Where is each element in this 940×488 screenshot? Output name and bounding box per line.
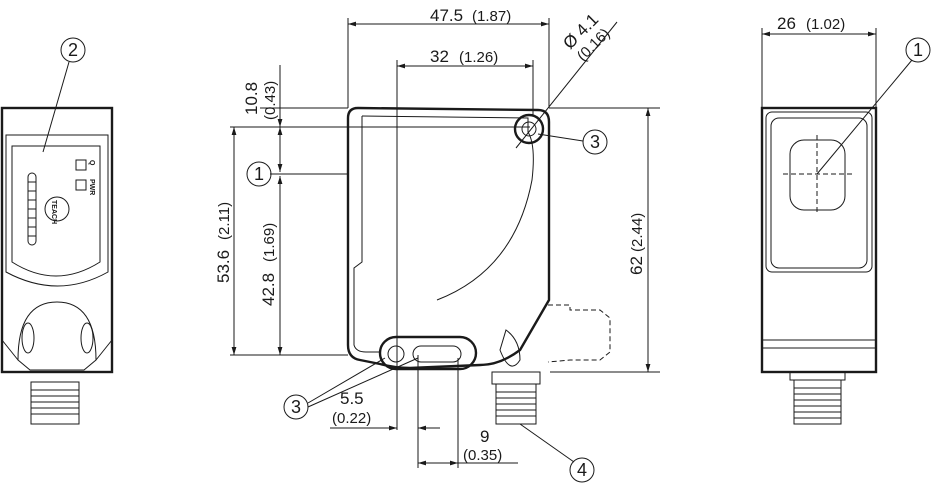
dim-slot-length-in: (0.35) <box>463 447 502 464</box>
callout-3-bottom: 3 <box>283 394 309 420</box>
dim-height-total: 62 <box>627 256 646 275</box>
dimension-lines <box>230 18 660 468</box>
teach-label: TEACH <box>50 200 57 224</box>
svg-text:3: 3 <box>590 132 600 152</box>
q-led <box>75 159 87 171</box>
dim-width-total-in: (1.87) <box>472 8 511 25</box>
callout-2: 2 <box>60 37 86 63</box>
q-label: Q <box>88 160 95 166</box>
pwr-led <box>75 179 87 191</box>
mounting-hole-top <box>513 113 545 145</box>
rear-view <box>760 28 913 425</box>
dim-hole-height: 53.6 <box>214 250 233 283</box>
dim-top-offset: 10.8 <box>242 82 261 115</box>
dim-top-offset-in: (0.43) <box>262 81 279 120</box>
callout-1-front: 1 <box>246 161 272 187</box>
dim-hole-offset-in: (0.22) <box>332 410 371 427</box>
mounting-slot <box>378 335 478 371</box>
svg-text:3: 3 <box>291 397 301 417</box>
svg-text:2: 2 <box>68 40 78 60</box>
front-view <box>346 106 611 425</box>
callout-4: 4 <box>569 457 595 483</box>
callout-1-rear: 1 <box>905 37 931 63</box>
svg-text:1: 1 <box>254 164 264 184</box>
dim-depth-in: (1.02) <box>806 16 845 33</box>
dim-slot-length: 9 <box>480 427 489 446</box>
teach-button <box>44 196 70 222</box>
callout-3-top: 3 <box>582 129 608 155</box>
dim-hole-spacing-in: (1.26) <box>459 49 498 66</box>
svg-text:4: 4 <box>577 460 587 480</box>
svg-text:1: 1 <box>913 40 923 60</box>
dim-height-total-in: (2.44) <box>629 213 646 252</box>
dim-hole-spacing: 32 <box>430 47 449 66</box>
pwr-label: PWR <box>88 179 95 195</box>
dim-width-total: 47.5 <box>430 6 463 25</box>
dim-hole-offset: 5.5 <box>340 389 364 408</box>
dim-optical-axis: 42.8 <box>259 273 278 306</box>
side-view-panel: TEACH Q PWR <box>0 61 114 425</box>
dim-depth: 26 <box>777 14 796 33</box>
dim-optical-axis-in: (1.69) <box>261 223 278 262</box>
dim-hole-height-in: (2.11) <box>216 202 233 240</box>
